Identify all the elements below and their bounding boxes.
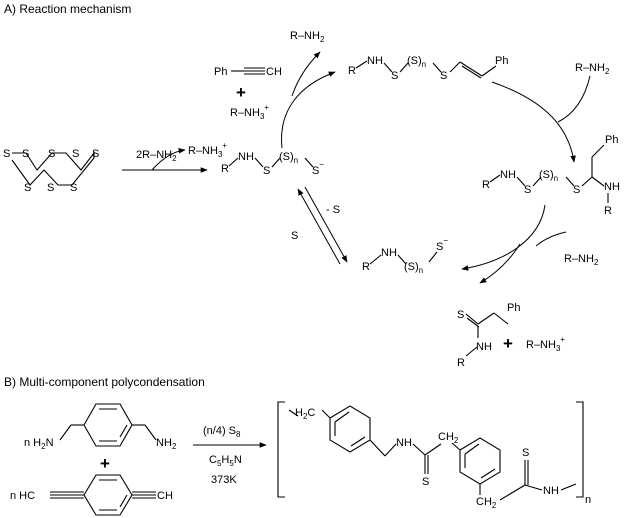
- svg-text:R: R: [362, 261, 370, 273]
- svg-text:S: S: [522, 447, 529, 459]
- amine-release-arrow: [291, 51, 321, 97]
- svg-text:Ph: Ph: [605, 134, 618, 146]
- svg-text:(S)n: (S)n: [407, 55, 426, 69]
- svg-text:373K: 373K: [211, 474, 237, 486]
- s8-ring: S S S S S S S S: [3, 148, 99, 194]
- svg-text:S: S: [263, 165, 270, 177]
- s8-atom: S: [92, 148, 99, 160]
- svg-text:H2C: H2C: [295, 407, 315, 421]
- short-polysulfide-anion: R NH (S)n S−: [362, 236, 448, 275]
- svg-text:(S)n: (S)n: [279, 151, 298, 165]
- amine-adduct: R NH S (S)n S Ph NH R: [482, 134, 620, 217]
- thioamide-product: S Ph NH R: [457, 302, 520, 369]
- svg-text:R–NH3+: R–NH3+: [526, 335, 565, 353]
- byproduct-ammonium: R–NH3+: [526, 335, 565, 353]
- plus-sign: +: [236, 83, 246, 102]
- equilibrium-arrows: - S S: [291, 186, 348, 265]
- svg-text:n HC: n HC: [10, 490, 35, 502]
- amine-low-curve: [535, 231, 567, 247]
- cycle-arrow-down: [491, 81, 576, 163]
- step1-release-arrow: [151, 147, 186, 171]
- s8-atom: S: [72, 148, 79, 160]
- cycle-arrow-up: [281, 71, 336, 149]
- svg-text:NH: NH: [396, 437, 412, 449]
- svg-text:R: R: [604, 205, 612, 217]
- cycle-arrow-left: [461, 204, 546, 271]
- diamine-monomer: n H2N NH2: [24, 403, 177, 451]
- conditions: (n/4) S8 C5H5N 373K: [203, 425, 242, 486]
- svg-text:n H2N: n H2N: [24, 437, 54, 451]
- amine-attack-curve: [557, 75, 591, 123]
- lower-amine: R–NH2: [564, 253, 599, 267]
- svg-text:S: S: [291, 230, 298, 242]
- s8-atom: S: [24, 182, 31, 194]
- s8-atom: S: [48, 148, 55, 160]
- svg-text:S−: S−: [312, 160, 324, 177]
- svg-text:S−: S−: [436, 236, 448, 253]
- svg-text:C5H5N: C5H5N: [209, 454, 242, 468]
- svg-text:NH: NH: [543, 485, 559, 497]
- thioamide-formation-arrow: [479, 243, 521, 284]
- svg-text:(S)n: (S)n: [404, 261, 423, 275]
- svg-text:NH: NH: [367, 55, 383, 67]
- step1-reagent: 2R–NH2: [136, 149, 177, 163]
- svg-text:- S: - S: [326, 204, 340, 216]
- polysulfide-anion: R NH S (S)n S−: [221, 151, 324, 177]
- svg-text:Ph: Ph: [495, 55, 508, 67]
- svg-text:NH2: NH2: [156, 437, 177, 451]
- section-a-heading: A) Reaction mechanism: [4, 2, 131, 16]
- step1-ammonium: R–NH3+: [188, 141, 227, 159]
- svg-text:CH2: CH2: [438, 431, 459, 445]
- svg-text:R–NH2: R–NH2: [564, 253, 599, 267]
- plus-sign: +: [503, 334, 513, 353]
- top-ammonium: R–NH3+: [230, 103, 269, 121]
- phenylacetylene: Ph CH: [214, 66, 282, 78]
- svg-text:NH: NH: [238, 151, 254, 163]
- svg-text:(n/4) S8: (n/4) S8: [203, 425, 241, 439]
- svg-text:R: R: [457, 357, 465, 369]
- svg-text:R: R: [348, 65, 356, 77]
- s8-atom: S: [70, 182, 77, 194]
- s8-atom: S: [22, 148, 29, 160]
- svg-text:n: n: [585, 494, 591, 506]
- svg-text:S: S: [457, 309, 464, 321]
- diyne-monomer: n HC CH: [10, 474, 173, 516]
- released-amine: R–NH2: [290, 30, 325, 44]
- right-amine: R–NH2: [575, 62, 610, 76]
- svg-text:(S)n: (S)n: [539, 169, 558, 183]
- svg-text:R: R: [221, 163, 229, 175]
- svg-text:NH: NH: [476, 341, 492, 353]
- svg-text:Ph: Ph: [214, 66, 227, 78]
- svg-text:CH: CH: [157, 490, 173, 502]
- svg-text:R: R: [482, 179, 490, 191]
- svg-text:2R–NH2: 2R–NH2: [136, 149, 177, 163]
- svg-text:Ph: Ph: [507, 302, 520, 314]
- vinyl-polysulfide: R NH S (S)n S Ph: [348, 55, 508, 82]
- svg-text:S: S: [524, 184, 531, 196]
- svg-text:S: S: [422, 476, 429, 488]
- section-b-heading: B) Multi-component polycondensation: [4, 375, 205, 389]
- svg-text:R–NH3+: R–NH3+: [230, 103, 269, 121]
- svg-text:S: S: [440, 70, 447, 82]
- s8-atom: S: [3, 148, 10, 160]
- svg-text:R–NH2: R–NH2: [575, 62, 610, 76]
- svg-text:CH: CH: [266, 66, 282, 78]
- svg-text:S: S: [391, 70, 398, 82]
- plus-sign: +: [100, 454, 110, 473]
- svg-text:NH: NH: [500, 169, 516, 181]
- svg-text:CH2: CH2: [476, 496, 497, 510]
- svg-text:NH: NH: [381, 247, 397, 259]
- polymer-repeat-unit: H2C NH S CH2 CH2 S NH n: [277, 401, 591, 510]
- svg-text:S: S: [573, 184, 580, 196]
- s8-atom: S: [47, 182, 54, 194]
- svg-text:R–NH2: R–NH2: [290, 30, 325, 44]
- svg-text:NH: NH: [604, 181, 620, 193]
- svg-text:R–NH3+: R–NH3+: [188, 141, 227, 159]
